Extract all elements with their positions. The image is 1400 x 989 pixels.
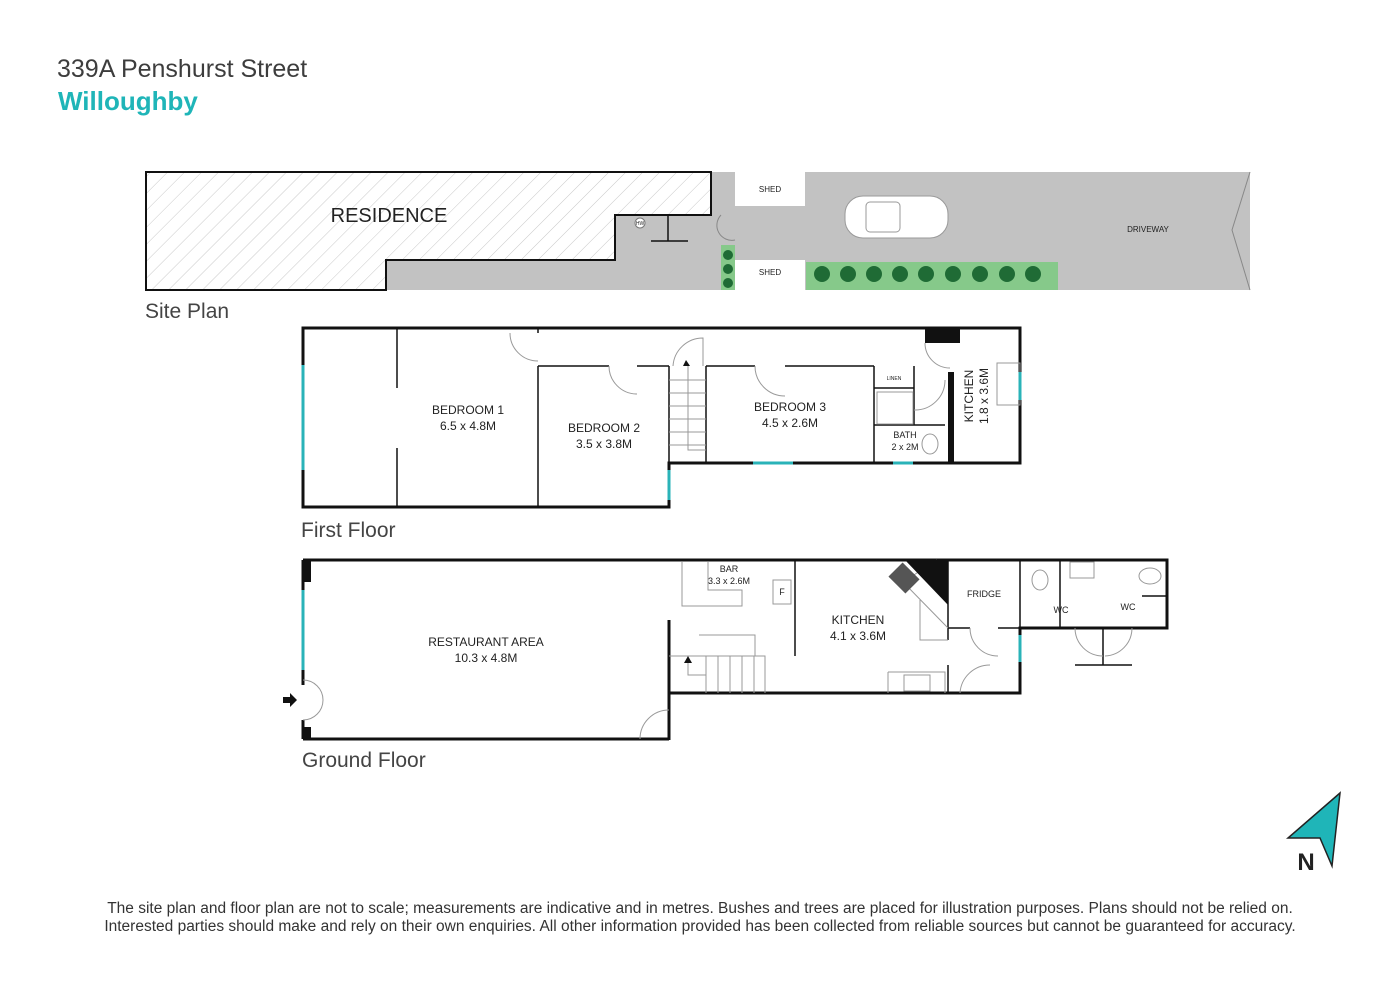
- bedroom1-name: BEDROOM 1: [432, 403, 504, 417]
- wc1-label: WC: [1054, 605, 1069, 615]
- bath-size: 2 x 2M: [891, 442, 918, 452]
- shed-bottom: [735, 260, 805, 290]
- kitchen-wall: [948, 372, 954, 463]
- kitchen-sink-icon: [903, 674, 931, 692]
- restaurant-name: RESTAURANT AREA: [428, 635, 544, 649]
- bedroom2-name: BEDROOM 2: [568, 421, 640, 435]
- site-plan: RESIDENCE SHED SHED DRIVEWAY HW: [145, 171, 1251, 291]
- property-address: 339A Penshurst Street: [57, 55, 308, 83]
- wc2-toilet-icon: [1138, 567, 1162, 585]
- car-icon: [844, 195, 949, 239]
- ground-floor-plan: F RESTAURANT AREA 10.3 x 4.8M BAR 3.3 x …: [283, 558, 1169, 741]
- disclaimer-line-2: Interested parties should make and rely …: [104, 918, 1296, 935]
- bar-size: 3.3 x 2.6M: [708, 576, 750, 586]
- first-floor-title: First Floor: [301, 519, 396, 542]
- gate-swing: [716, 214, 736, 241]
- restaurant-size: 10.3 x 4.8M: [455, 651, 518, 665]
- site-plan-title: Site Plan: [145, 300, 230, 323]
- shed-bottom-label: SHED: [759, 268, 781, 277]
- fence-gate: [651, 215, 688, 242]
- ff-kitchen-size: 1.8 x 3.6M: [977, 368, 991, 424]
- cooktop-icon: [888, 562, 920, 594]
- first-floor-stairs: [669, 365, 706, 451]
- bedroom3-name: BEDROOM 3: [754, 400, 826, 414]
- ff-kitchen-name: KITCHEN: [962, 370, 976, 423]
- ground-floor-title: Ground Floor: [302, 749, 426, 772]
- driveway-label: DRIVEWAY: [1127, 225, 1169, 234]
- bushes: [723, 250, 1041, 288]
- shed-top: [735, 172, 805, 206]
- shed-top-label: SHED: [759, 185, 781, 194]
- shower-icon: [876, 391, 914, 425]
- bath-name: BATH: [893, 430, 916, 440]
- hot-water-icon: [634, 217, 646, 229]
- linen-label: LINEN: [887, 376, 902, 382]
- small-fridge-label: F: [779, 587, 785, 597]
- fridge-room-label: FRIDGE: [967, 589, 1001, 599]
- small-fridge: [772, 579, 792, 605]
- sink-icon: [996, 362, 1021, 406]
- property-suburb: Willoughby: [58, 86, 198, 116]
- wc1-toilet-icon: [1031, 569, 1049, 591]
- boundary-edge: [1231, 171, 1251, 291]
- bar-name: BAR: [720, 564, 739, 574]
- first-floor-plan: BEDROOM 1 6.5 x 4.8M BEDROOM 2 3.5 x 3.8…: [301, 326, 1022, 509]
- toilet-icon: [921, 433, 939, 455]
- entry-arrow-icon: [283, 693, 297, 707]
- north-compass-icon: N: [1285, 791, 1341, 876]
- disclaimer: The site plan and floor plan are not to …: [0, 900, 1400, 936]
- ground-floor-stairs: [687, 656, 755, 693]
- bedroom3-size: 4.5 x 2.6M: [762, 416, 818, 430]
- bedroom2-size: 3.5 x 3.8M: [576, 437, 632, 451]
- hot-water-label: HW: [636, 221, 645, 227]
- gf-kitchen-name: KITCHEN: [832, 613, 885, 627]
- bedroom1-size: 6.5 x 4.8M: [440, 419, 496, 433]
- wc-basin-icon: [1069, 561, 1095, 579]
- disclaimer-line-1: The site plan and floor plan are not to …: [107, 900, 1293, 917]
- gf-kitchen-size: 4.1 x 3.6M: [830, 629, 886, 643]
- wc2-label: WC: [1121, 602, 1136, 612]
- compass-label: N: [1297, 849, 1314, 876]
- residence-label: RESIDENCE: [331, 205, 448, 227]
